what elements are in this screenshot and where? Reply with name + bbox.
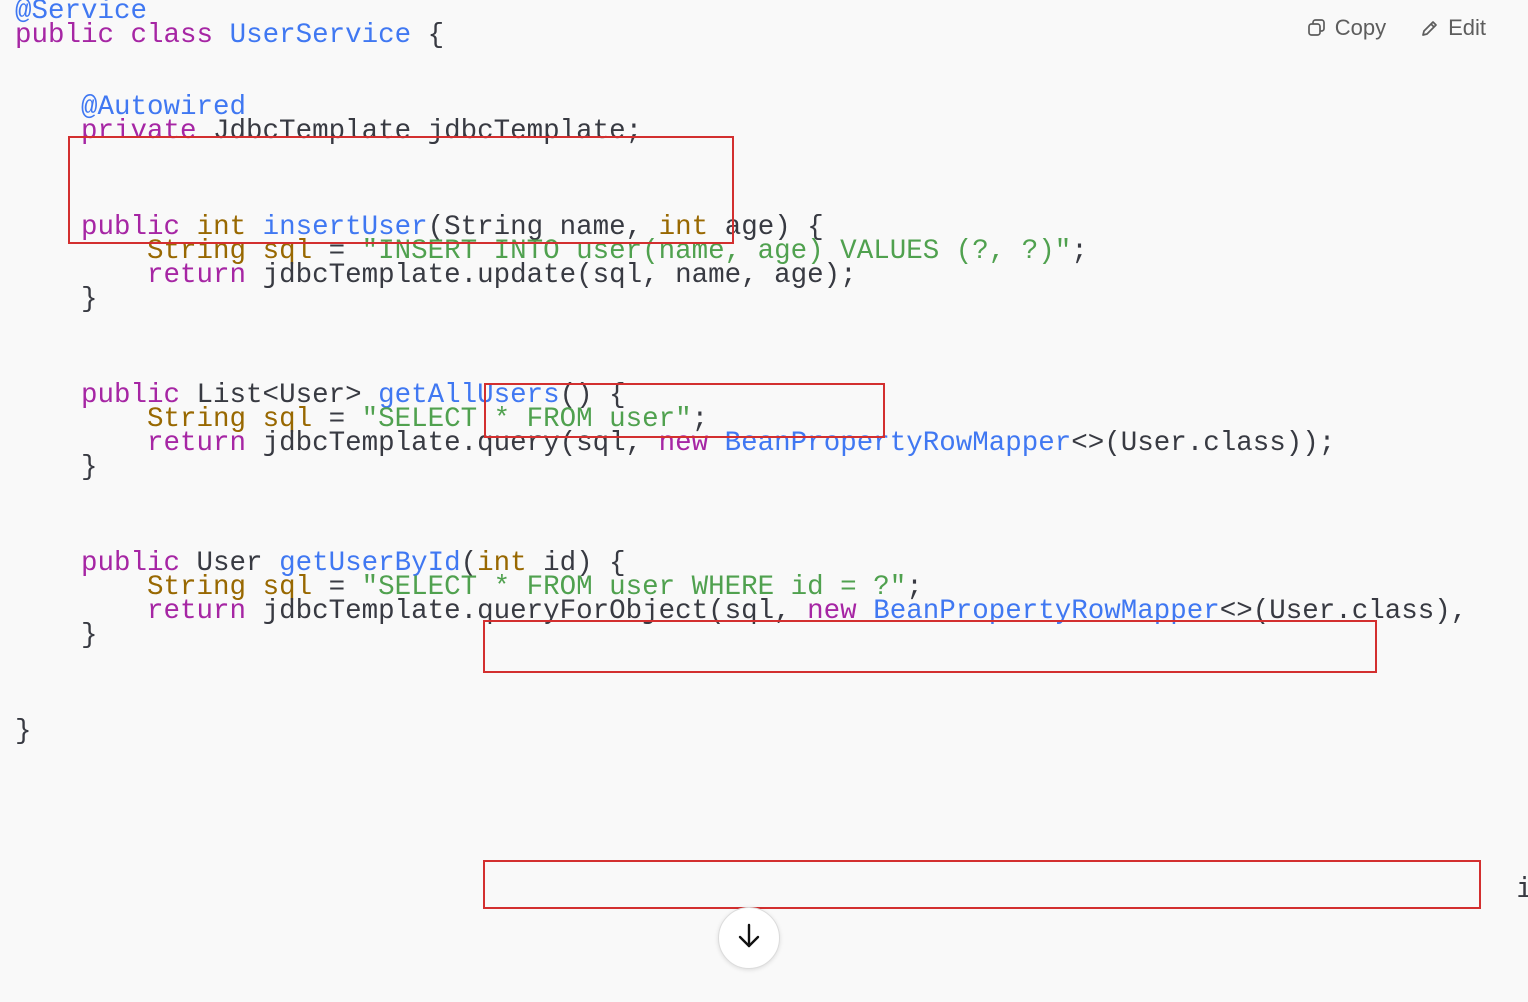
code-token: "SELECT * FROM user WHERE id = ?"	[361, 572, 907, 603]
edit-button[interactable]: Edit	[1420, 15, 1486, 41]
code-token: List<User>	[180, 380, 379, 411]
code-token	[708, 428, 725, 459]
overflow-character: i	[1516, 872, 1528, 904]
code-line: }	[15, 454, 1467, 482]
code-token: }	[15, 620, 98, 651]
code-line	[15, 696, 1467, 720]
code-token: <>(User.class),	[1219, 596, 1468, 627]
code-token: JdbcTemplate jdbcTemplate;	[196, 116, 643, 147]
pencil-icon	[1420, 18, 1440, 38]
code-token: }	[15, 284, 98, 315]
code-line: }	[15, 622, 1467, 650]
code-line	[15, 480, 1467, 504]
code-token: =	[312, 236, 362, 267]
code-token: getUserById	[279, 548, 461, 579]
code-token	[114, 20, 131, 51]
code-token: public	[15, 20, 115, 51]
code-line: String sql = "SELECT * FROM user";	[15, 406, 1467, 434]
code-token: return	[147, 428, 247, 459]
copy-label: Copy	[1334, 15, 1387, 40]
code-line: public int insertUser(String name, int a…	[15, 214, 1467, 242]
code-token: <>(User.class));	[1071, 428, 1336, 459]
code-token: ;	[1071, 236, 1088, 267]
code-token: jdbcTemplate.update(sql, name, age);	[246, 260, 857, 291]
code-line	[15, 672, 1467, 696]
code-token: jdbcTemplate.query(sql,	[246, 428, 659, 459]
code-line	[15, 312, 1467, 336]
code-toolbar: Copy Edit	[1307, 15, 1486, 41]
code-line: return jdbcTemplate.query(sql, new BeanP…	[15, 430, 1467, 458]
edit-label: Edit	[1448, 15, 1486, 40]
code-token: id) {	[526, 548, 626, 579]
code-token: new	[658, 428, 709, 459]
code-token: private	[81, 116, 197, 147]
code-token	[213, 20, 230, 51]
code-token: age) {	[708, 212, 824, 243]
code-token: new	[807, 596, 857, 627]
code-line: public class UserService {	[15, 22, 1467, 50]
code-token: String	[147, 572, 247, 603]
code-token: public	[81, 212, 181, 243]
code-token: =	[312, 404, 362, 435]
copy-button[interactable]: Copy	[1307, 15, 1386, 41]
code-token: }	[15, 452, 98, 483]
code-token: public	[81, 548, 181, 579]
code-token: jdbcTemplate.queryForObject(sql,	[246, 596, 808, 627]
highlight-queryforobject-call	[483, 860, 1481, 909]
code-token: String	[147, 404, 247, 435]
code-line	[15, 648, 1467, 672]
code-token: {	[411, 20, 445, 51]
code-token: =	[312, 572, 362, 603]
code-token: return	[147, 260, 247, 291]
code-token: int	[477, 548, 527, 579]
code-line: }	[15, 718, 1467, 746]
code-token: (String name,	[427, 212, 659, 243]
code-token: "SELECT * FROM user"	[361, 404, 692, 435]
code-token: getAllUsers	[378, 380, 560, 411]
code-token: ;	[906, 572, 923, 603]
code-token: }	[15, 716, 32, 747]
code-line: @Service	[15, 0, 1467, 27]
code-line: return jdbcTemplate.update(sql, name, ag…	[15, 262, 1467, 290]
code-token: int	[196, 212, 247, 243]
code-line: @Autowired	[15, 94, 1467, 122]
code-line	[15, 336, 1467, 360]
code-token: ;	[691, 404, 709, 435]
code-line	[15, 48, 1467, 72]
code-line: String sql = "SELECT * FROM user WHERE i…	[15, 574, 1467, 602]
code-line: public User getUserById(int id) {	[15, 550, 1467, 578]
code-token: BeanPropertyRowMapper	[873, 596, 1220, 627]
code-token: UserService	[229, 20, 412, 51]
code-line	[15, 144, 1467, 168]
code-token: return	[147, 596, 247, 627]
code-token: @Service	[15, 0, 148, 27]
code-token: User	[180, 548, 280, 579]
code-token	[857, 596, 874, 627]
code-token: sql	[262, 404, 313, 435]
code-token: insertUser	[262, 212, 428, 243]
code-token: public	[81, 380, 181, 411]
code-token: () {	[559, 380, 626, 411]
code-token: sql	[262, 572, 313, 603]
code-token: @Autowired	[81, 92, 247, 123]
arrow-down-icon	[734, 921, 764, 955]
code-token: (	[460, 548, 478, 579]
code-line	[15, 504, 1467, 528]
code-line: private JdbcTemplate jdbcTemplate;	[15, 118, 1467, 146]
code-token: class	[130, 20, 214, 51]
copy-icon	[1307, 18, 1327, 38]
code-line: public List<User> getAllUsers() {	[15, 382, 1467, 410]
code-token: int	[658, 212, 709, 243]
code-token: BeanPropertyRowMapper	[724, 428, 1072, 459]
scroll-to-bottom-button[interactable]	[718, 907, 780, 969]
code-line: }	[15, 286, 1467, 314]
code-line: return jdbcTemplate.queryForObject(sql, …	[15, 598, 1467, 626]
code-line	[15, 168, 1467, 192]
